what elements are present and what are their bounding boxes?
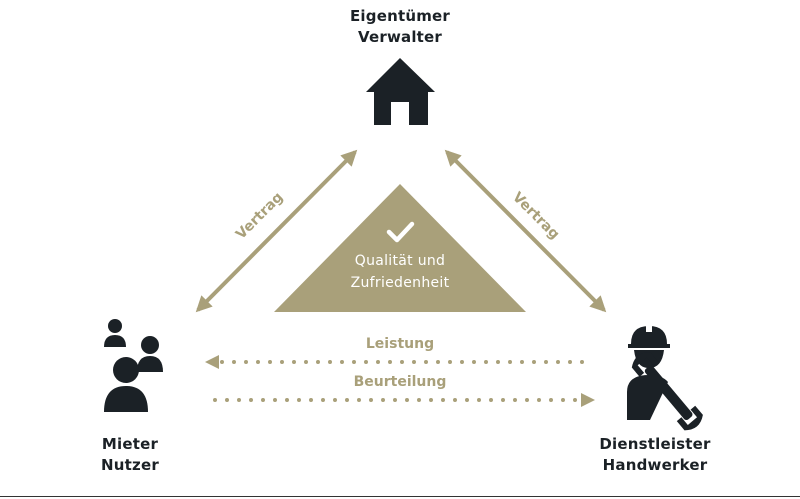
people-group-icon <box>104 319 163 412</box>
bottom-rule <box>0 496 800 497</box>
provider-label: Dienstleister Handwerker <box>580 434 730 476</box>
worker-wrench-icon <box>627 326 703 431</box>
house-icon <box>366 58 435 125</box>
owner-label-line2: Verwalter <box>357 28 443 46</box>
checkmark-icon <box>386 221 415 243</box>
right-contract-arrow <box>444 149 607 313</box>
quality-label-line1: Qualität und <box>354 253 446 269</box>
evaluation-label: Beurteilung <box>353 374 447 390</box>
tenant-label: Mieter Nutzer <box>70 434 190 476</box>
quality-label: Qualität und Zufriedenheit <box>320 250 480 294</box>
owner-label-line1: Eigentümer <box>349 7 451 25</box>
service-label: Leistung <box>365 336 435 352</box>
tenant-label-line1: Mieter <box>101 435 159 453</box>
tenant-label-line2: Nutzer <box>101 456 159 474</box>
service-arrowhead <box>205 355 219 369</box>
provider-label-line2: Handwerker <box>602 456 708 474</box>
provider-label-line1: Dienstleister <box>599 435 711 453</box>
quality-label-line2: Zufriedenheit <box>350 275 450 291</box>
center-triangle <box>274 184 526 312</box>
evaluation-arrowhead <box>581 393 595 407</box>
left-contract-arrow <box>195 149 358 313</box>
owner-label: Eigentümer Verwalter <box>330 6 470 48</box>
